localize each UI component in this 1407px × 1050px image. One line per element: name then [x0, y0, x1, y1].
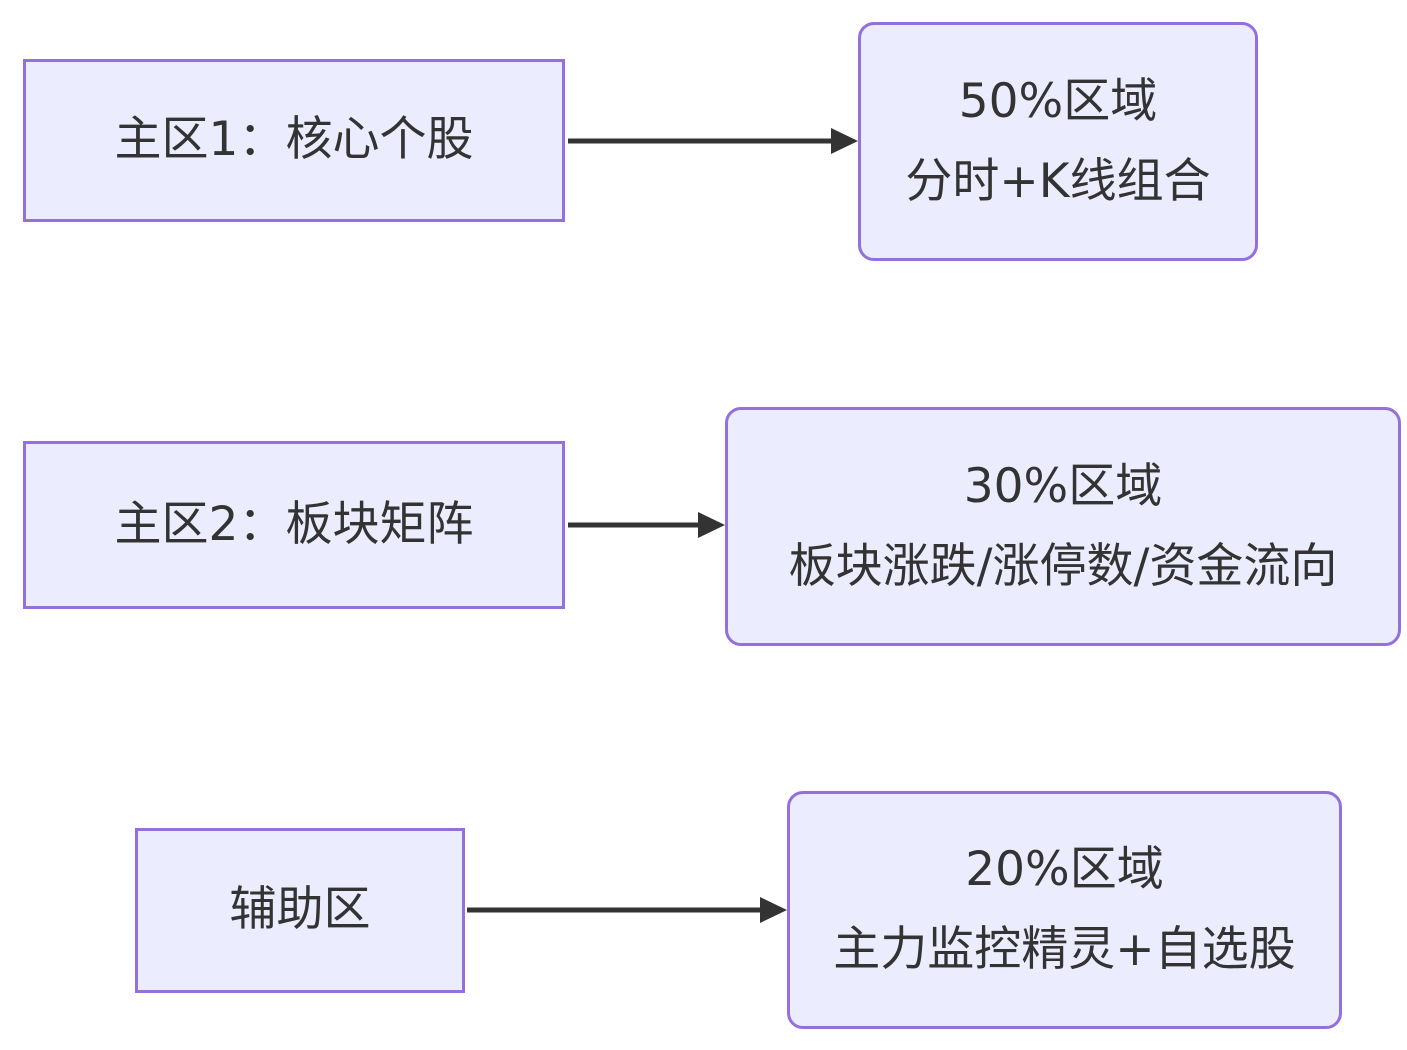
arrow-main-zone-2-to-area-30: [568, 512, 725, 538]
node-main-zone-2: 主区2：板块矩阵: [23, 441, 565, 609]
node-aux-zone: 辅助区: [135, 828, 465, 993]
node-area-50-percent-text: 50%区域 分时+K线组合: [905, 62, 1210, 222]
node-area-30-percent: 30%区域 板块涨跌/涨停数/资金流向: [725, 407, 1401, 646]
node-area-30-percent-text: 30%区域 板块涨跌/涨停数/资金流向: [789, 447, 1338, 607]
node-aux-zone-label: 辅助区: [229, 882, 371, 938]
node-main-zone-2-label: 主区2：板块矩阵: [114, 496, 474, 552]
node-main-zone-1-label: 主区1：核心个股: [114, 112, 474, 168]
node-area-20-line-2: 主力监控精灵+自选股: [833, 922, 1296, 977]
node-area-50-line-1: 50%区域: [958, 73, 1158, 129]
arrow-main-zone-1-to-area-50: [568, 128, 858, 154]
node-area-50-line-2: 分时+K线组合: [905, 153, 1211, 209]
node-area-50-percent: 50%区域 分时+K线组合: [858, 22, 1258, 261]
node-area-30-line-1: 30%区域: [963, 458, 1163, 514]
node-main-zone-1: 主区1：核心个股: [23, 59, 565, 222]
node-area-20-percent: 20%区域 主力监控精灵+自选股: [787, 791, 1342, 1029]
arrow-aux-zone-to-area-20: [467, 897, 787, 923]
node-area-20-percent-text: 20%区域 主力监控精灵+自选股: [833, 830, 1295, 990]
node-area-30-line-2: 板块涨跌/涨停数/资金流向: [788, 538, 1338, 594]
node-area-20-line-1: 20%区域: [965, 842, 1164, 898]
